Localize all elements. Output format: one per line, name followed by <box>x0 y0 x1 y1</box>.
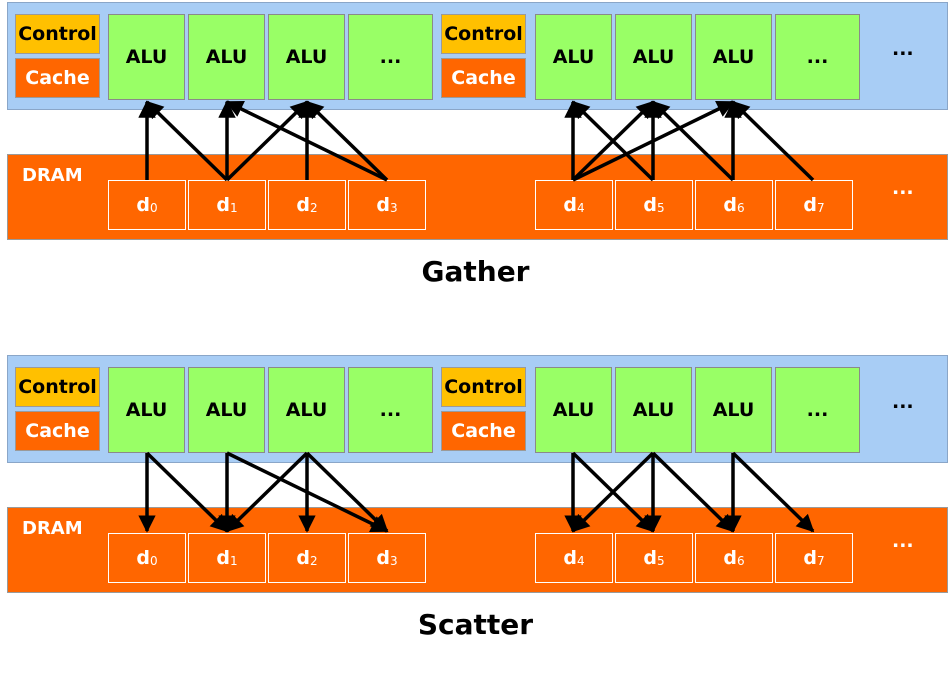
alu-2: ALU <box>268 14 345 100</box>
cache-unit-2: Cache <box>441 411 526 451</box>
alu-placeholder-2: ... <box>775 367 860 453</box>
scatter-arrows <box>138 451 815 533</box>
arrow-6-to-5 <box>651 100 735 182</box>
alu-placeholder-1: ... <box>348 14 433 100</box>
alu-2: ALU <box>268 367 345 453</box>
alu-4: ALU <box>535 14 612 100</box>
alu-6: ALU <box>695 367 772 453</box>
arrow-1-to-2 <box>225 100 309 182</box>
gather-caption: Gather <box>421 255 530 288</box>
arrow-5-to-4 <box>571 100 655 182</box>
more-cores-ellipsis: ... <box>892 38 914 60</box>
alu-1: ALU <box>188 367 265 453</box>
arrow-3-to-2 <box>305 100 389 182</box>
dram-label: DRAM <box>22 518 83 539</box>
alu-5: ALU <box>615 14 692 100</box>
arrow-5-to-4 <box>571 451 655 533</box>
alu-1: ALU <box>188 14 265 100</box>
scatter-caption: Scatter <box>417 608 534 641</box>
more-cores-ellipsis: ... <box>892 391 914 413</box>
control-unit-2: Control <box>441 14 526 54</box>
arrow-7-to-6 <box>731 100 815 182</box>
dram-label: DRAM <box>22 165 83 186</box>
arrow-0-to-1 <box>145 451 229 533</box>
gather-diagram: Control Cache Control Cache ALU ALU ALU … <box>0 0 951 320</box>
gather-arrows <box>138 100 815 182</box>
more-data-ellipsis: ... <box>892 530 914 552</box>
arrow-2-to-3 <box>305 451 389 533</box>
alu-placeholder-1: ... <box>348 367 433 453</box>
arrow-3-to-1 <box>225 100 388 182</box>
cache-unit-1: Cache <box>15 411 100 451</box>
arrow-2-to-1 <box>225 451 309 533</box>
control-unit-2: Control <box>441 367 526 407</box>
more-data-ellipsis: ... <box>892 177 914 199</box>
control-unit-1: Control <box>15 14 100 54</box>
alu-0: ALU <box>108 14 185 100</box>
control-unit-1: Control <box>15 367 100 407</box>
alu-placeholder-2: ... <box>775 14 860 100</box>
scatter-diagram: Control Cache Control Cache ALU ALU ALU … <box>0 353 951 673</box>
alu-4: ALU <box>535 367 612 453</box>
arrow-6-to-7 <box>731 451 815 533</box>
cache-unit-1: Cache <box>15 58 100 98</box>
alu-6: ALU <box>695 14 772 100</box>
arrow-1-to-0 <box>145 100 229 182</box>
alu-0: ALU <box>108 367 185 453</box>
arrow-5-to-6 <box>651 451 735 533</box>
cache-unit-2: Cache <box>441 58 526 98</box>
